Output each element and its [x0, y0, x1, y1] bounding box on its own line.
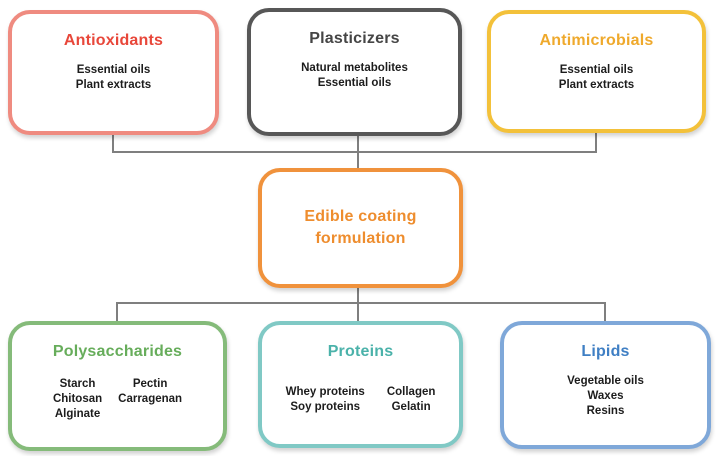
box-plasticizers-title: Plasticizers	[309, 30, 400, 47]
box-antimicrobials-title: Antimicrobials	[539, 32, 654, 49]
box-plasticizers: Plasticizers Natural metabolites Essenti…	[247, 8, 462, 136]
connector-bottom-left-vertical	[116, 302, 118, 321]
box-polysaccharides-items: Starch Chitosan Alginate Pectin Carragen…	[53, 377, 182, 422]
connector-top-horizontal	[112, 151, 597, 153]
items-column: Whey proteins Soy proteins	[286, 385, 365, 415]
box-edible-coating-formulation: Edible coating formulation	[258, 168, 463, 288]
list-item: Gelatin	[391, 401, 431, 413]
items-column: Starch Chitosan Alginate	[53, 377, 102, 422]
list-item: Collagen	[386, 386, 436, 398]
box-lipids: Lipids Vegetable oils Waxes Resins	[500, 321, 711, 449]
list-item: Plant extracts	[558, 79, 635, 91]
box-antimicrobials-items: Essential oils Plant extracts	[559, 63, 634, 93]
connector-bottom-horizontal	[116, 302, 606, 304]
connector-bottom-right-vertical	[604, 302, 606, 321]
items-column: Pectin Carragenan	[118, 377, 182, 422]
box-lipids-title: Lipids	[581, 343, 630, 360]
box-proteins-items: Whey proteins Soy proteins Collagen Gela…	[286, 385, 436, 415]
box-polysaccharides-title: Polysaccharides	[52, 343, 183, 360]
list-item: Alginate	[54, 408, 101, 420]
list-item: Essential oils	[317, 77, 392, 89]
list-item: Waxes	[587, 390, 624, 402]
list-item: Carragenan	[118, 393, 183, 405]
box-plasticizers-items: Natural metabolites Essential oils	[301, 61, 408, 91]
list-item: Natural metabolites	[301, 62, 408, 74]
list-item: Plant extracts	[75, 79, 152, 91]
box-antioxidants-title: Antioxidants	[63, 32, 164, 49]
list-item: Pectin	[132, 378, 168, 390]
box-lipids-items: Vegetable oils Waxes Resins	[567, 374, 644, 419]
box-proteins: Proteins Whey proteins Soy proteins Coll…	[258, 321, 463, 448]
list-item: Vegetable oils	[567, 375, 644, 387]
list-item: Starch	[59, 378, 96, 390]
center-box-title: Edible coating formulation	[304, 206, 416, 250]
connector-top-right-vertical	[595, 132, 597, 152]
connector-bottom-mid-vertical	[357, 288, 359, 321]
box-polysaccharides: Polysaccharides Starch Chitosan Alginate…	[8, 321, 227, 451]
box-proteins-title: Proteins	[327, 343, 394, 360]
box-antimicrobials: Antimicrobials Essential oils Plant extr…	[487, 10, 706, 133]
items-column: Collagen Gelatin	[387, 385, 436, 415]
list-item: Essential oils	[76, 64, 151, 76]
list-item: Whey proteins	[285, 386, 365, 398]
center-box-title-line2: formulation	[315, 230, 406, 247]
list-item: Essential oils	[559, 64, 634, 76]
list-item: Resins	[586, 405, 625, 417]
box-antioxidants-items: Essential oils Plant extracts	[76, 63, 151, 93]
box-antioxidants: Antioxidants Essential oils Plant extrac…	[8, 10, 219, 135]
center-box-title-line1: Edible coating	[304, 208, 417, 225]
list-item: Soy proteins	[290, 401, 361, 413]
list-item: Chitosan	[52, 393, 103, 405]
connector-top-left-vertical	[112, 135, 114, 152]
